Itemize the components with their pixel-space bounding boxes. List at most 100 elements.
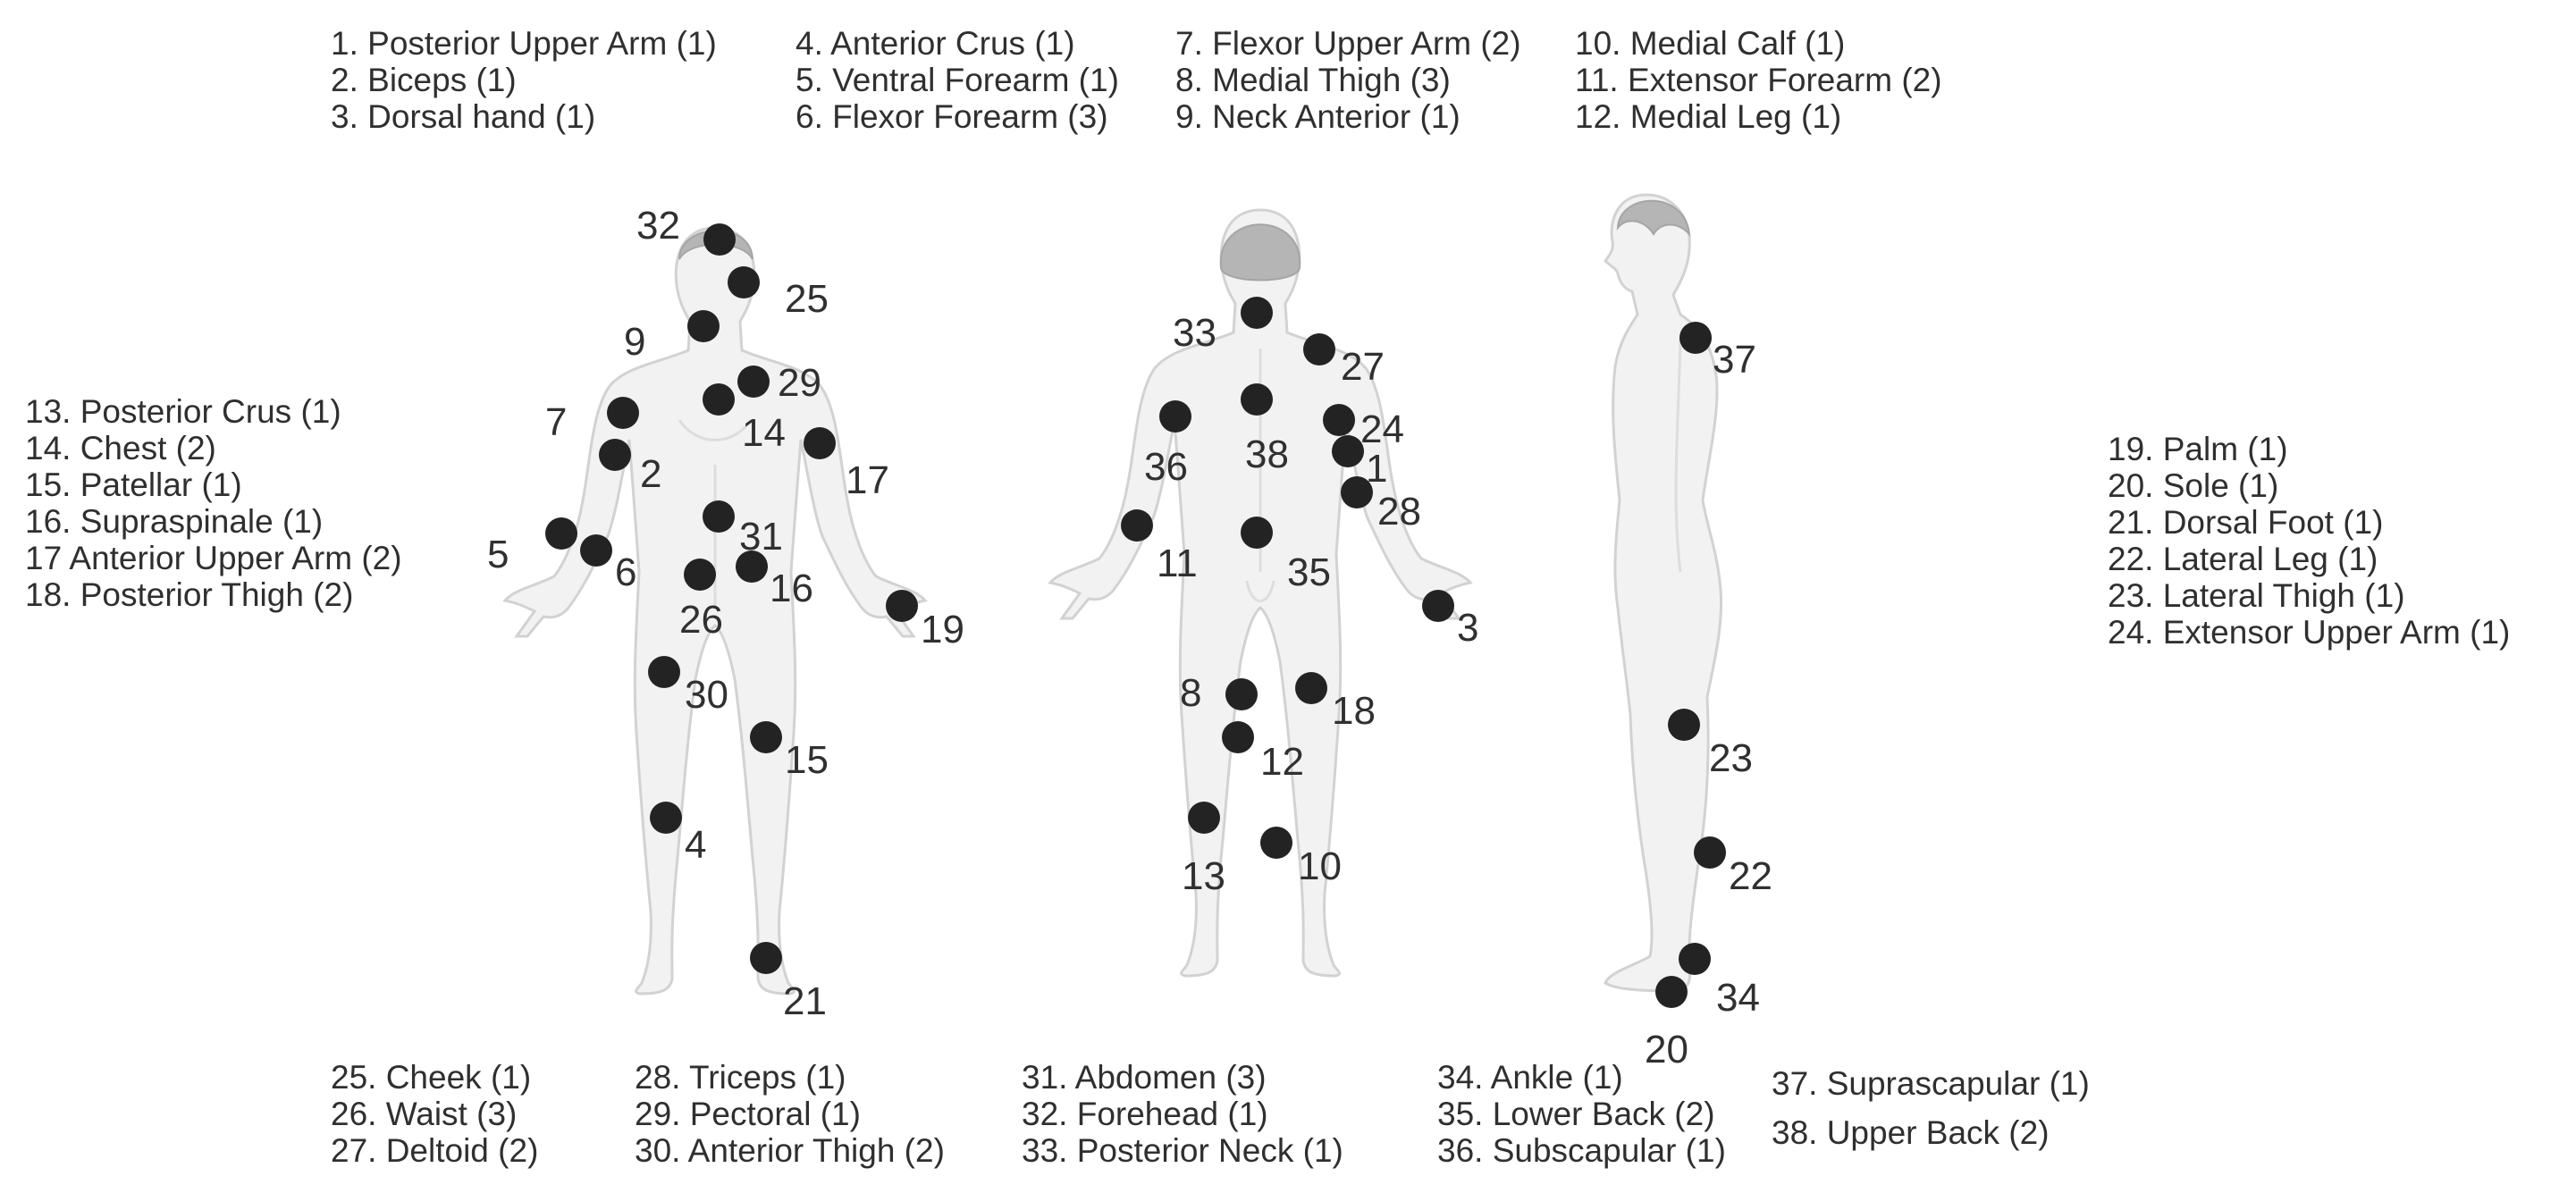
legend-entry: 9. Neck Anterior (1) — [1175, 98, 1461, 135]
legend-group: 25. Cheek (1) 26. Waist (3) 27. Deltoid … — [331, 1059, 538, 1169]
legend-entry: 15. Patellar (1) — [25, 466, 242, 503]
legend-entry: 5. Ventral Forearm (1) — [796, 62, 1119, 98]
marker-dot-17 — [804, 427, 836, 459]
marker-label-6: 6 — [615, 550, 636, 594]
legend-group: 34. Ankle (1) 35. Lower Back (2) 36. Sub… — [1437, 1059, 1726, 1169]
marker-dot-27 — [1303, 333, 1335, 365]
marker-label-25: 25 — [785, 277, 829, 321]
legend-entry: 20. Sole (1) — [2108, 467, 2279, 504]
marker-dot-9 — [687, 310, 720, 342]
marker-label-8: 8 — [1180, 671, 1201, 715]
legend-entry: 24. Extensor Upper Arm (1) — [2108, 614, 2511, 651]
legend-group: 10. Medial Calf (1) 11. Extensor Forearm… — [1575, 25, 1942, 135]
legend-entry: 21. Dorsal Foot (1) — [2108, 504, 2384, 541]
marker-dot-31 — [703, 500, 735, 533]
marker-label-23: 23 — [1709, 736, 1753, 780]
marker-label-9: 9 — [624, 320, 645, 364]
marker-label-19: 19 — [921, 608, 964, 651]
legend-entry: 11. Extensor Forearm (2) — [1575, 62, 1942, 98]
legend-entry: 22. Lateral Leg (1) — [2108, 541, 2378, 577]
marker-dot-22 — [1694, 836, 1726, 869]
marker-label-2: 2 — [640, 452, 661, 496]
legend-group: 19. Palm (1) 20. Sole (1) 21. Dorsal Foo… — [2108, 431, 2510, 651]
marker-label-20: 20 — [1645, 1028, 1688, 1071]
marker-label-21: 21 — [783, 979, 827, 1023]
marker-dot-5 — [545, 517, 577, 550]
marker-label-5: 5 — [487, 533, 509, 576]
marker-label-10: 10 — [1298, 844, 1342, 888]
marker-label-35: 35 — [1287, 550, 1331, 594]
legend-group: 7. Flexor Upper Arm (2) 8. Medial Thigh … — [1175, 25, 1521, 135]
marker-dot-10 — [1260, 827, 1292, 859]
marker-label-32: 32 — [636, 204, 680, 248]
marker-dot-38 — [1241, 383, 1273, 416]
legend-entry: 32. Forehead (1) — [1022, 1096, 1268, 1132]
marker-label-27: 27 — [1341, 345, 1385, 389]
marker-label-31: 31 — [739, 515, 783, 559]
legend-entry: 38. Upper Back (2) — [1772, 1114, 2050, 1151]
marker-dot-23 — [1668, 709, 1700, 741]
marker-dot-34 — [1679, 943, 1711, 975]
legend-entry: 27. Deltoid (2) — [331, 1132, 539, 1169]
marker-dot-7 — [607, 397, 639, 429]
legend-entry: 7. Flexor Upper Arm (2) — [1175, 25, 1521, 62]
marker-dot-18 — [1295, 672, 1327, 704]
marker-dot-15 — [750, 721, 782, 753]
marker-label-13: 13 — [1182, 854, 1225, 898]
marker-label-28: 28 — [1377, 490, 1421, 533]
marker-label-34: 34 — [1716, 976, 1760, 1020]
marker-dot-21 — [750, 942, 782, 974]
marker-label-22: 22 — [1729, 854, 1772, 898]
marker-dot-25 — [728, 266, 760, 298]
legend-entry: 26. Waist (3) — [331, 1096, 518, 1132]
legend-entry: 14. Chest (2) — [25, 430, 216, 466]
legend-group: 13. Posterior Crus (1) 14. Chest (2) 15.… — [25, 393, 402, 613]
legend-entry: 33. Posterior Neck (1) — [1022, 1132, 1343, 1169]
front-torso-line — [678, 419, 753, 608]
marker-dot-28 — [1341, 476, 1373, 508]
marker-dot-26 — [684, 559, 716, 591]
marker-dot-6 — [580, 534, 612, 567]
legend-entry: 28. Triceps (1) — [635, 1059, 846, 1096]
marker-dot-2 — [599, 439, 631, 471]
marker-label-15: 15 — [785, 738, 829, 782]
marker-label-3: 3 — [1457, 606, 1478, 650]
legend-group: 1. Posterior Upper Arm (1) 2. Biceps (1)… — [331, 25, 717, 135]
marker-label-14: 14 — [742, 411, 786, 455]
marker-label-7: 7 — [545, 400, 567, 444]
marker-dot-33 — [1241, 297, 1273, 329]
legend-entry: 13. Posterior Crus (1) — [25, 393, 341, 430]
marker-label-33: 33 — [1173, 311, 1216, 355]
legend-entry: 18. Posterior Thigh (2) — [25, 576, 354, 613]
marker-dot-37 — [1679, 322, 1712, 354]
back-hair — [1219, 223, 1301, 281]
marker-label-30: 30 — [685, 673, 728, 717]
legend-entry: 19. Palm (1) — [2108, 431, 2288, 467]
legend-entry: 12. Medial Leg (1) — [1575, 98, 1842, 135]
marker-label-29: 29 — [778, 361, 821, 405]
legend-entry: 1. Posterior Upper Arm (1) — [331, 25, 717, 62]
marker-dot-24 — [1323, 404, 1355, 436]
marker-label-36: 36 — [1144, 445, 1188, 489]
marker-label-38: 38 — [1245, 433, 1289, 476]
legend-entry: 6. Flexor Forearm (3) — [796, 98, 1108, 135]
legend-entry: 25. Cheek (1) — [331, 1059, 532, 1096]
marker-label-26: 26 — [679, 598, 723, 642]
marker-dot-11 — [1121, 509, 1153, 542]
side-body-silhouette — [1604, 193, 1722, 993]
marker-label-17: 17 — [846, 458, 889, 502]
marker-dot-36 — [1159, 400, 1191, 433]
marker-dot-16 — [736, 550, 768, 583]
legend-entry: 23. Lateral Thigh (1) — [2108, 577, 2405, 614]
marker-label-12: 12 — [1260, 740, 1304, 784]
legend-group: 28. Triceps (1) 29. Pectoral (1) 30. Ant… — [635, 1059, 945, 1169]
legend-entry: 30. Anterior Thigh (2) — [635, 1132, 945, 1169]
legend-entry: 31. Abdomen (3) — [1022, 1059, 1267, 1096]
marker-dot-1 — [1332, 435, 1364, 467]
marker-dot-19 — [886, 590, 918, 622]
legend-entry: 4. Anterior Crus (1) — [796, 25, 1075, 62]
marker-dot-32 — [703, 223, 736, 256]
legend-entry: 10. Medial Calf (1) — [1575, 25, 1846, 62]
